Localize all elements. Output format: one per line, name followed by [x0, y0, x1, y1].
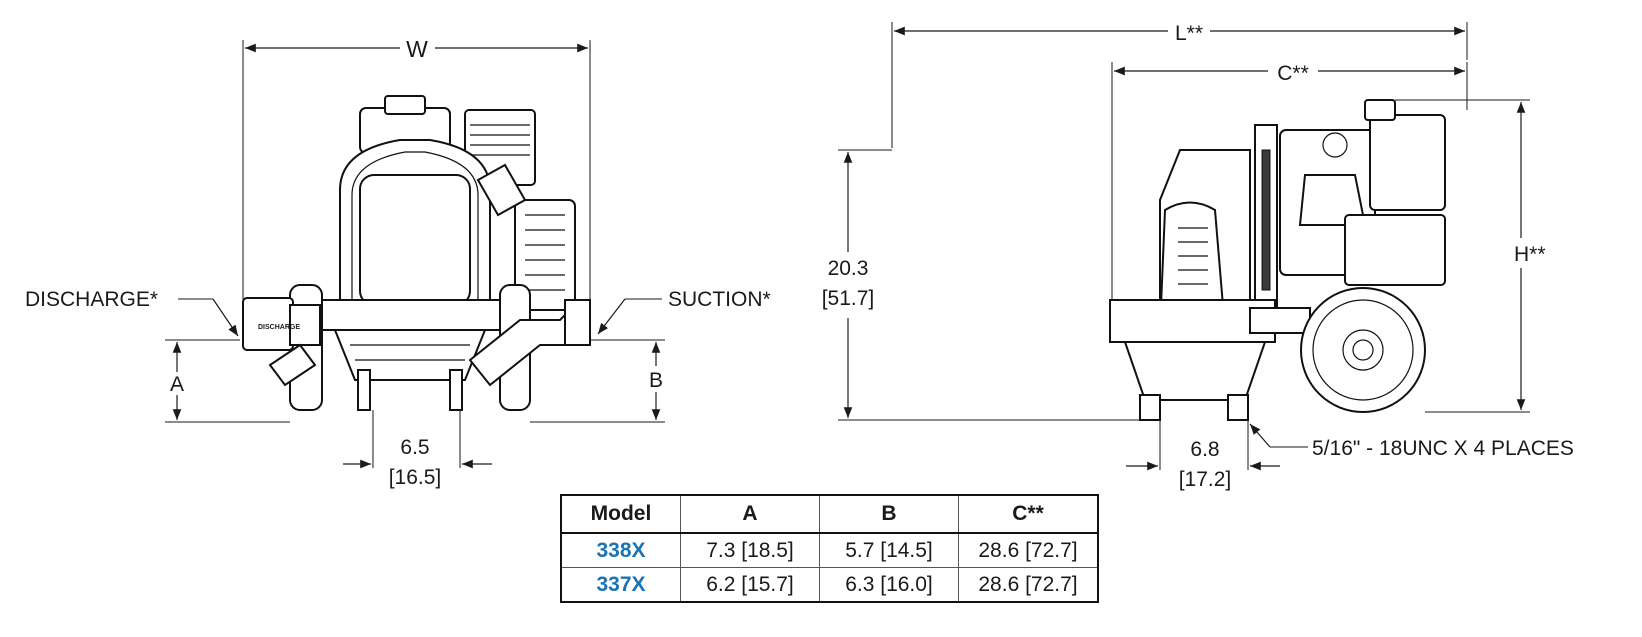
- width-dimension: W: [242, 36, 591, 300]
- front-leg-spacing: 6.5 [16.5]: [343, 410, 492, 489]
- height-label: H**: [1514, 243, 1546, 266]
- b-label: B: [649, 369, 663, 392]
- header-a: A: [680, 494, 820, 534]
- width-label: W: [406, 36, 428, 62]
- header-b: B: [819, 494, 959, 534]
- side-spacing-cm: [17.2]: [1179, 468, 1232, 491]
- discharge-stamp: DISCHARGE: [258, 324, 300, 331]
- front-spacing-inches: 6.5: [400, 436, 429, 459]
- table-row: 338X 7.3 [18.5] 5.7 [14.5] 28.6 [72.7]: [560, 532, 1099, 568]
- a-label: A: [170, 373, 184, 396]
- model-cell: 338X: [560, 532, 681, 568]
- side-spacing-inches: 6.8: [1190, 438, 1219, 461]
- discharge-callout: DISCHARGE*: [25, 288, 239, 337]
- handle-height-cm: [51.7]: [822, 287, 875, 310]
- c-cell: 28.6 [72.7]: [958, 567, 1099, 603]
- front-pump-illustration: DISCHARGE: [242, 95, 591, 411]
- front-spacing-cm: [16.5]: [389, 466, 442, 489]
- a-cell: 6.2 [15.7]: [680, 567, 820, 603]
- model-cell: 337X: [560, 567, 681, 603]
- b-cell: 5.7 [14.5]: [819, 532, 959, 568]
- handle-height-inches: 20.3: [828, 257, 869, 280]
- dimension-table: Model A B C** 338X 7.3 [18.5] 5.7 [14.5]…: [560, 494, 1099, 603]
- suction-callout: SUCTION*: [597, 288, 771, 335]
- bolt-callout: 5/16" - 18UNC X 4 PLACES: [1249, 423, 1574, 460]
- c-label: C**: [1277, 62, 1309, 85]
- discharge-label: DISCHARGE*: [25, 288, 158, 311]
- c-cell: 28.6 [72.7]: [958, 532, 1099, 568]
- side-pump-illustration: [891, 99, 1446, 421]
- handle-height-dimension: 20.3 [51.7]: [822, 149, 1140, 421]
- front-view: DISCHARGE W DISCHARGE* SUCTION*: [25, 36, 771, 489]
- length-dimension: L**: [891, 22, 1468, 148]
- bolt-note: 5/16" - 18UNC X 4 PLACES: [1312, 437, 1574, 460]
- c-dimension: C**: [1111, 62, 1468, 300]
- table-header-row: Model A B C**: [560, 494, 1099, 534]
- header-model: Model: [560, 494, 681, 534]
- side-foot-spacing: 6.8 [17.2]: [1126, 420, 1280, 491]
- table-row: 337X 6.2 [15.7] 6.3 [16.0] 28.6 [72.7]: [560, 567, 1099, 603]
- height-dimension: H**: [1395, 99, 1546, 413]
- header-c: C**: [958, 494, 1099, 534]
- length-label: L**: [1175, 22, 1203, 45]
- a-dimension: A: [165, 339, 290, 423]
- b-cell: 6.3 [16.0]: [819, 567, 959, 603]
- b-dimension: B: [530, 339, 665, 423]
- a-cell: 7.3 [18.5]: [680, 532, 820, 568]
- suction-label: SUCTION*: [668, 288, 771, 311]
- side-view: L** C** H** 20.3 [51.7]: [822, 22, 1574, 491]
